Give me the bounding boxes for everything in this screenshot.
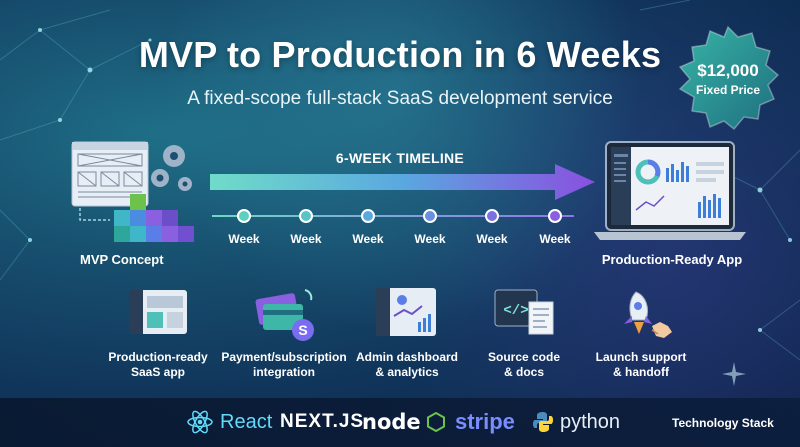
feature-label: integration bbox=[253, 365, 315, 379]
mvp-concept-illustration bbox=[71, 141, 194, 242]
production-ready-label: Production-Ready App bbox=[601, 252, 743, 267]
tech-label: stripe bbox=[455, 409, 515, 434]
feature-saas-app: Production-ready SaaS app bbox=[93, 286, 223, 380]
feature-label: SaaS app bbox=[130, 365, 186, 379]
timeline-title: 6-WEEK TIMELINE bbox=[335, 150, 465, 166]
tech-react: React bbox=[186, 407, 272, 437]
feature-admin: Admin dashboard & analytics bbox=[342, 286, 472, 380]
feature-label: Admin dashboard bbox=[355, 350, 458, 364]
gear-icon bbox=[151, 145, 192, 191]
mvp-concept-label: MVP Concept bbox=[80, 252, 164, 267]
week-dot bbox=[548, 209, 562, 223]
timeline-arrow bbox=[210, 164, 595, 200]
feature-label: & docs bbox=[503, 365, 544, 379]
week-label: Week bbox=[414, 232, 446, 246]
analytics-dashboard-icon bbox=[372, 286, 442, 346]
week-marker-5: Week bbox=[467, 209, 517, 246]
tech-node: node bbox=[362, 407, 445, 437]
week-label: Week bbox=[290, 232, 322, 246]
tech-label: React bbox=[220, 410, 273, 433]
week-marker-3: Week bbox=[343, 209, 393, 246]
page-subtitle: A fixed-scope full-stack SaaS developmen… bbox=[187, 88, 613, 109]
timeline-track bbox=[212, 215, 574, 217]
building-blocks-icon bbox=[114, 194, 194, 242]
tech-label: python bbox=[560, 410, 621, 433]
tech-stack-bar bbox=[0, 398, 800, 447]
week-label: Week bbox=[228, 232, 260, 246]
price-badge: $12,000 Fixed Price bbox=[674, 25, 782, 133]
svg-text:S: S bbox=[298, 322, 307, 338]
svg-text:</>: </> bbox=[503, 303, 528, 319]
feature-label: Payment/subscription bbox=[221, 350, 347, 364]
payment-cards-icon: S bbox=[249, 286, 319, 346]
week-label: Week bbox=[476, 232, 508, 246]
feature-label: Source code bbox=[487, 350, 561, 364]
feature-label: Production-ready bbox=[108, 350, 208, 364]
feature-launch-support: Launch support & handoff bbox=[576, 286, 706, 380]
feature-source-code: </> Source code & docs bbox=[459, 286, 589, 380]
week-dot bbox=[299, 209, 313, 223]
week-dot bbox=[485, 209, 499, 223]
week-label: Week bbox=[539, 232, 571, 246]
react-logo-icon bbox=[187, 410, 213, 434]
price-amount: $12,000 bbox=[697, 61, 759, 80]
week-dot bbox=[361, 209, 375, 223]
tech-nextjs: NEXT.JS bbox=[280, 407, 364, 437]
code-document-icon: </> bbox=[489, 286, 559, 346]
week-dot bbox=[423, 209, 437, 223]
laptop-dashboard-illustration bbox=[594, 141, 746, 240]
week-marker-2: Week bbox=[281, 209, 331, 246]
node-hexagon-icon bbox=[426, 412, 445, 432]
tech-python: python bbox=[532, 407, 620, 437]
feature-payments: S Payment/subscription integration bbox=[219, 286, 349, 380]
python-logo-icon bbox=[533, 412, 553, 432]
page-title: MVP to Production in 6 Weeks bbox=[138, 34, 662, 75]
dashboard-window-icon bbox=[123, 286, 193, 346]
week-marker-4: Week bbox=[405, 209, 455, 246]
tech-stripe: stripe bbox=[455, 407, 515, 437]
tech-stack-label: Technology Stack bbox=[672, 416, 774, 430]
tech-label: NEXT.JS bbox=[280, 411, 365, 432]
week-label: Week bbox=[352, 232, 384, 246]
week-marker-1: Week bbox=[219, 209, 269, 246]
feature-label: & analytics bbox=[375, 365, 439, 379]
price-label: Fixed Price bbox=[695, 83, 761, 97]
sparkle-icon bbox=[722, 362, 746, 386]
rocket-handshake-icon bbox=[606, 286, 676, 346]
tech-label: node bbox=[362, 410, 421, 434]
badge-seal-icon bbox=[678, 25, 780, 131]
week-marker-6: Week bbox=[530, 209, 580, 246]
feature-label: & handoff bbox=[613, 365, 669, 379]
feature-label: Launch support bbox=[595, 350, 687, 364]
week-dot bbox=[237, 209, 251, 223]
